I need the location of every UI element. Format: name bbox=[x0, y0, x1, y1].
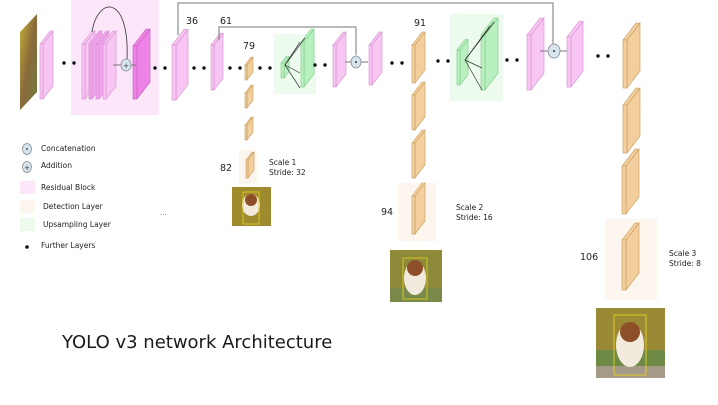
further-layers-dot bbox=[313, 63, 317, 67]
legend-addition: Addition bbox=[41, 161, 72, 170]
further-layers-dot bbox=[390, 61, 394, 65]
upsampling-legend-swatch bbox=[20, 218, 35, 231]
upsample-in-2 bbox=[456, 38, 469, 86]
detection-conv-3c bbox=[621, 148, 640, 215]
detection-conv-2a bbox=[411, 81, 426, 131]
scale-1-name: Scale 1 bbox=[269, 158, 297, 167]
legend-detection-layer: Detection Layer bbox=[43, 202, 103, 211]
diagram-title: YOLO v3 network Architecture bbox=[62, 332, 333, 353]
further-layers-dot bbox=[72, 61, 76, 65]
legend-further-layers: Further Layers bbox=[41, 241, 96, 250]
legend-concatenation: Concatenation bbox=[41, 144, 96, 153]
post-concat-layer-1 bbox=[368, 31, 383, 86]
legend-upsampling-layer: Upsampling Layer bbox=[43, 220, 111, 229]
layer-79 bbox=[244, 56, 254, 81]
further-layers-dot bbox=[436, 59, 440, 63]
further-layers-dot bbox=[202, 66, 206, 70]
further-layers-dot bbox=[163, 66, 167, 70]
detection-conv-3a bbox=[622, 22, 641, 89]
layer-82 bbox=[245, 151, 255, 179]
detection-conv-1b bbox=[244, 116, 254, 141]
svg-text:+: + bbox=[123, 62, 129, 70]
further-layers-legend-icon bbox=[25, 245, 29, 249]
layer-number-61: 61 bbox=[220, 16, 233, 27]
further-layers-dot bbox=[515, 58, 519, 62]
svg-text:+: + bbox=[24, 164, 30, 172]
further-layers-dot bbox=[192, 66, 196, 70]
layer-number-91: 91 bbox=[414, 18, 427, 29]
further-layers-dot bbox=[62, 61, 66, 65]
detection-conv-2b bbox=[411, 129, 426, 179]
further-layers-dot bbox=[228, 66, 232, 70]
detection-legend-swatch bbox=[20, 200, 35, 213]
layer-number-82: 82 bbox=[220, 163, 233, 174]
further-layers-dot bbox=[400, 61, 404, 65]
layer-number-36: 36 bbox=[186, 16, 199, 27]
detection-conv-1a bbox=[244, 84, 254, 109]
further-layers-dot bbox=[238, 66, 242, 70]
further-layers-dot bbox=[596, 54, 600, 58]
legend-residual-block: Residual Block bbox=[41, 183, 96, 192]
layer-106 bbox=[621, 222, 640, 291]
detection-image-scale-1 bbox=[232, 187, 271, 226]
scale-2-stride: Stride: 16 bbox=[456, 213, 493, 222]
scale-2-label: Scale 2 Stride: 16 bbox=[456, 203, 493, 223]
layer-36 bbox=[171, 28, 189, 101]
addition-legend-icon bbox=[22, 161, 32, 173]
pre-concat-layer-2 bbox=[526, 17, 545, 91]
layer-61 bbox=[210, 32, 224, 91]
ellipsis-text: ... bbox=[160, 209, 167, 217]
further-layers-dot bbox=[606, 54, 610, 58]
residual-output-layer bbox=[132, 28, 151, 100]
further-layers-dot bbox=[505, 58, 509, 62]
scale-1-stride: Stride: 32 bbox=[269, 168, 306, 177]
conv-layer bbox=[39, 30, 54, 100]
further-layers-dot bbox=[323, 63, 327, 67]
scale-3-stride: Stride: 8 bbox=[669, 259, 701, 268]
residual-layer-4 bbox=[102, 30, 117, 100]
scale-3-name: Scale 3 bbox=[669, 249, 697, 258]
detection-image-scale-2 bbox=[390, 250, 442, 302]
layer-number-94: 94 bbox=[381, 207, 394, 218]
further-layers-dot bbox=[258, 66, 262, 70]
upsampling-fan-1 bbox=[284, 37, 306, 89]
post-concat-layer-2 bbox=[566, 20, 584, 88]
residual-legend-swatch bbox=[20, 181, 35, 194]
skip-connection-61 bbox=[218, 26, 357, 55]
further-layers-dot bbox=[268, 66, 272, 70]
scale-3-label: Scale 3 Stride: 8 bbox=[669, 249, 701, 269]
input-image bbox=[20, 14, 37, 110]
upsampling-fan-2 bbox=[464, 21, 495, 91]
residual-arc bbox=[91, 6, 128, 61]
detection-conv-3b bbox=[622, 87, 641, 154]
layer-number-79: 79 bbox=[243, 41, 256, 52]
scale-2-name: Scale 2 bbox=[456, 203, 484, 212]
layer-91 bbox=[411, 31, 426, 84]
further-layers-dot bbox=[446, 59, 450, 63]
pre-concat-layer-1 bbox=[332, 31, 347, 88]
skip-connection-36 bbox=[177, 2, 554, 44]
scale-1-label: Scale 1 Stride: 32 bbox=[269, 158, 306, 178]
detection-image-scale-3 bbox=[596, 308, 665, 378]
further-layers-dot bbox=[153, 66, 157, 70]
layer-94 bbox=[411, 182, 426, 235]
addition-op bbox=[120, 58, 132, 72]
layer-number-106: 106 bbox=[580, 252, 599, 263]
